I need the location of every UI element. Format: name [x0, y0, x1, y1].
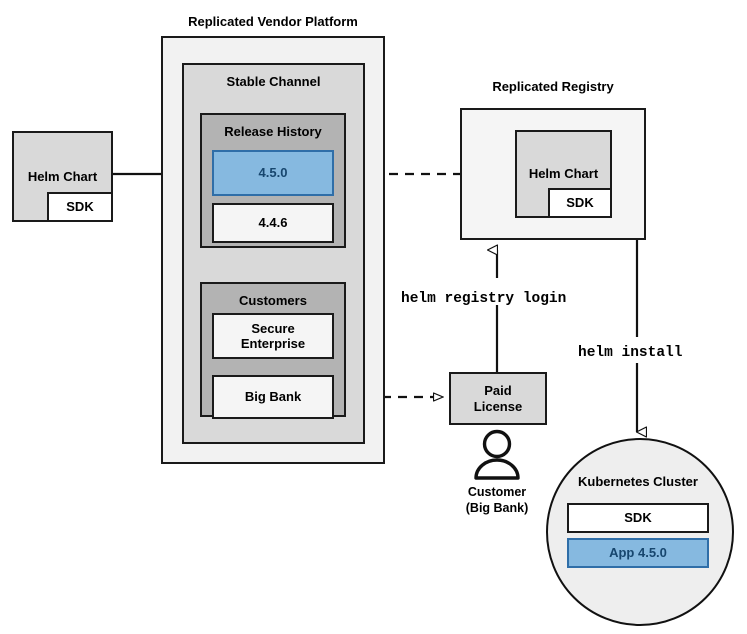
helm-install-command: helm install — [578, 345, 683, 361]
release-item-4-5-0[interactable]: 4.5.0 — [212, 150, 334, 196]
release-history-label: Release History — [224, 124, 322, 139]
customer-name-label: Secure Enterprise — [240, 320, 306, 351]
customer-person-label: Customer (Big Bank) — [465, 485, 529, 515]
stable-channel-label: Stable Channel — [226, 74, 321, 89]
cluster-workload-app[interactable]: App 4.5.0 — [567, 538, 709, 568]
source-helm-chart-label: Helm Chart — [27, 168, 98, 184]
vendor-platform-title: Replicated Vendor Platform — [188, 14, 358, 29]
cluster-workload-label: App 4.5.0 — [609, 545, 667, 561]
registry-sdk-box[interactable]: SDK — [548, 188, 612, 218]
paid-license-box[interactable]: Paid License — [449, 372, 547, 425]
customer-name-label: Big Bank — [244, 389, 302, 405]
paid-license-label: Paid License — [473, 383, 523, 414]
source-sdk-label: SDK — [66, 199, 94, 215]
customer-item-secure-enterprise[interactable]: Secure Enterprise — [212, 313, 334, 359]
release-version-label: 4.5.0 — [258, 165, 288, 181]
replicated-registry-title: Replicated Registry — [492, 79, 614, 94]
customer-item-big-bank[interactable]: Big Bank — [212, 375, 334, 419]
customers-label: Customers — [239, 293, 307, 308]
cluster-workload-label: SDK — [624, 510, 652, 526]
customer-person-icon — [474, 429, 520, 480]
helm-registry-login-command: helm registry login — [401, 291, 567, 307]
cluster-workload-sdk[interactable]: SDK — [567, 503, 709, 533]
release-version-label: 4.4.6 — [258, 215, 288, 231]
source-sdk-box[interactable]: SDK — [47, 192, 113, 222]
kubernetes-cluster-label: Kubernetes Cluster — [578, 474, 698, 489]
release-item-4-4-6[interactable]: 4.4.6 — [212, 203, 334, 243]
registry-sdk-label: SDK — [566, 195, 594, 211]
registry-helm-chart-label: Helm Chart — [528, 166, 599, 182]
